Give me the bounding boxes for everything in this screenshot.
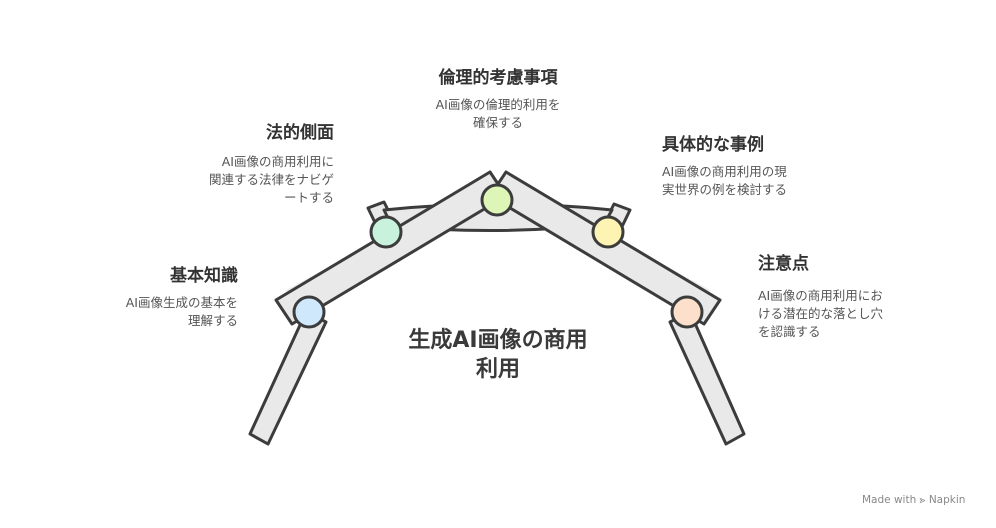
item-desc-legal-aspects: AI画像の商用利用に 関連する法律をナビゲ ートする: [208, 154, 334, 205]
napkin-watermark: Made with ⪢ Napkin: [862, 494, 966, 506]
item-desc-basic-knowledge: AI画像生成の基本を 理解する: [125, 295, 238, 328]
center-title: 生成AI画像の商用 利用: [408, 328, 588, 382]
joint-basic-knowledge: [292, 295, 326, 329]
beam-right-leg: [668, 310, 746, 446]
joints: [292, 183, 704, 329]
item-desc-specific-examples: AI画像の商用利用の現 実世界の例を検討する: [662, 164, 788, 197]
item-desc-precautions: AI画像の商用利用にお ける潜在的な落とし穴 を認識する: [758, 288, 884, 339]
joint-precautions: [670, 295, 704, 329]
item-desc-ethical-considerations: AI画像の倫理的利用を 確保する: [435, 97, 561, 130]
beam-left-leg: [248, 310, 328, 446]
item-title-legal-aspects: 法的側面: [266, 123, 334, 143]
joint-legal-aspects: [369, 215, 403, 249]
item-title-basic-knowledge: 基本知識: [170, 266, 238, 286]
item-title-ethical-considerations: 倫理的考慮事項: [438, 68, 558, 88]
item-title-precautions: 注意点: [758, 254, 809, 274]
joint-ethical-considerations: [480, 183, 514, 217]
item-title-specific-examples: 具体的な事例: [662, 135, 764, 155]
joint-specific-examples: [591, 215, 625, 249]
arch-beams: [248, 170, 746, 446]
